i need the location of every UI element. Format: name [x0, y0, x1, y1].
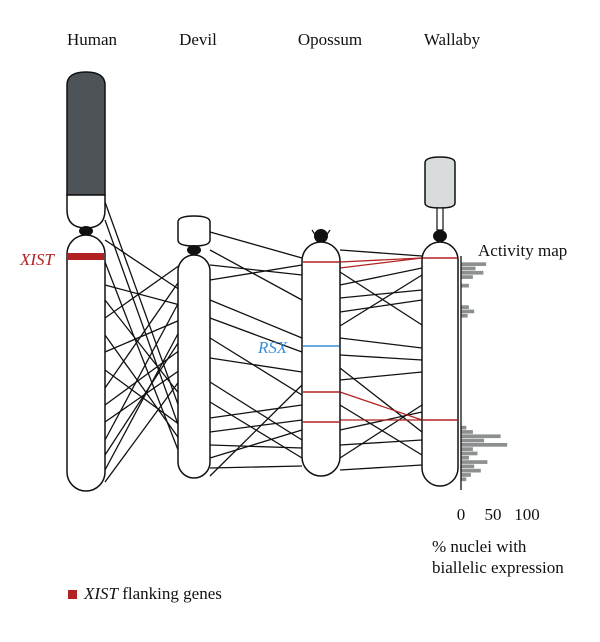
human-centromere	[79, 226, 93, 236]
activity-tick-100: 100	[514, 505, 540, 524]
activity-bar	[461, 477, 467, 482]
activity-bar	[461, 430, 473, 434]
activity-bar	[461, 455, 469, 460]
devil-centromere	[187, 245, 201, 255]
label-devil: Devil	[179, 30, 217, 49]
label-wallaby: Wallaby	[424, 30, 481, 49]
human-xist-band	[68, 253, 104, 260]
legend-rest: flanking genes	[118, 584, 222, 603]
human-chromosome	[66, 71, 106, 492]
activity-bar	[461, 460, 488, 464]
activity-tick-50: 50	[485, 505, 502, 524]
activity-bar	[461, 447, 473, 451]
activity-tick-0: 0	[457, 505, 466, 524]
opossum-chromosome	[301, 229, 341, 477]
activity-bar	[461, 309, 475, 314]
activity-bar	[461, 451, 478, 456]
activity-bar	[461, 425, 467, 430]
activity-bar	[461, 283, 469, 288]
activity-axis-label-line1: % nuclei with	[432, 537, 527, 556]
activity-map-title: Activity map	[478, 241, 567, 260]
activity-bar	[461, 434, 501, 439]
xist-flanking-links	[339, 257, 423, 421]
rsx-label: RSX	[257, 338, 288, 357]
activity-axis-label-line2: biallelic expression	[432, 558, 564, 577]
label-opossum: Opossum	[298, 30, 362, 49]
opossum-wallaby-links	[339, 249, 423, 471]
activity-bar	[461, 270, 484, 275]
wallaby-chromosome	[421, 156, 459, 487]
activity-bar	[461, 473, 471, 477]
wallaby-centromere	[433, 230, 447, 242]
legend-italic: XIST	[83, 584, 120, 603]
activity-bar	[461, 266, 476, 271]
activity-bar	[461, 464, 475, 469]
legend-text: XIST flanking genes	[83, 584, 222, 603]
activity-bar	[461, 275, 473, 279]
devil-opossum-links	[209, 231, 303, 477]
legend-swatch	[68, 590, 77, 599]
opossum-centromere	[314, 229, 328, 243]
activity-bar	[461, 443, 508, 447]
activity-bar	[461, 438, 485, 443]
human-devil-links	[104, 201, 181, 483]
xist-label: XIST	[19, 250, 56, 269]
activity-bar	[461, 262, 487, 266]
activity-bar	[461, 305, 469, 309]
label-human: Human	[67, 30, 118, 49]
activity-bar	[461, 468, 481, 473]
devil-chromosome	[177, 215, 211, 479]
activity-bar	[461, 313, 468, 318]
activity-map-bars	[461, 262, 508, 482]
